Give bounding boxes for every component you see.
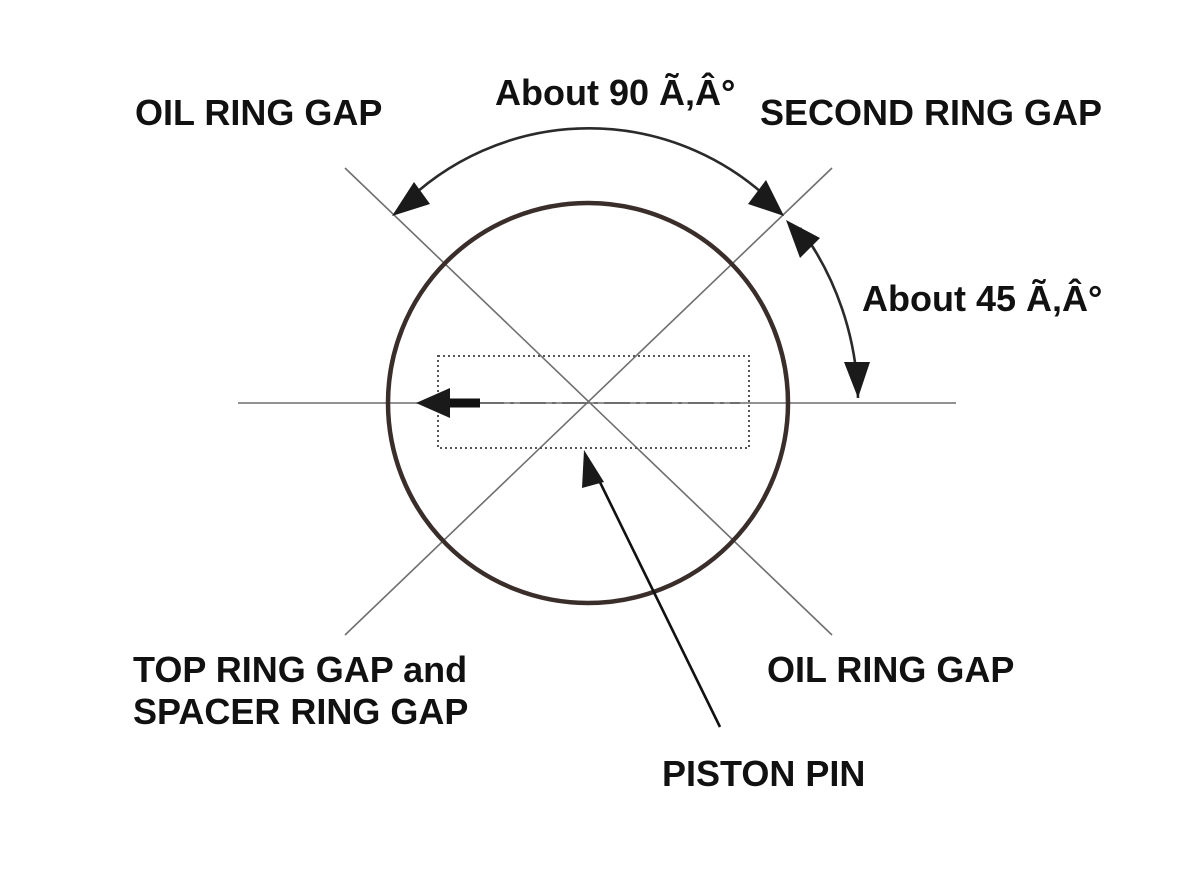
about-90-dimension-arc	[399, 127, 779, 209]
about-90-label: About 90 Ã‚Â°	[495, 71, 735, 113]
oil-ring-gap-bottom-label: OIL RING GAP	[767, 649, 1014, 690]
second-ring-gap-label: SECOND RING GAP	[760, 92, 1102, 133]
front-direction-arrow-head	[416, 388, 450, 418]
piston-pin-label: PISTON PIN	[662, 753, 865, 794]
piston-pin-leader-arrowhead	[582, 450, 604, 488]
piston-pin-leader-line	[592, 469, 722, 728]
about-90-arrowhead-left	[392, 182, 430, 216]
about-45-label: About 45 Ã‚Â°	[862, 277, 1102, 319]
top-ring-gap-label-line1: TOP RING GAP and	[133, 649, 467, 690]
about-45-arrowhead-top	[786, 220, 820, 258]
about-90-arrowhead-right	[748, 180, 784, 216]
piston-outline-circle	[385, 200, 791, 606]
top-ring-gap-label-line2: SPACER RING GAP	[133, 691, 468, 732]
oil-ring-gap-top-label: OIL RING GAP	[135, 92, 382, 133]
diagonal-line-bl-tr	[344, 167, 833, 636]
about-45-arrowhead-bottom	[844, 362, 870, 398]
